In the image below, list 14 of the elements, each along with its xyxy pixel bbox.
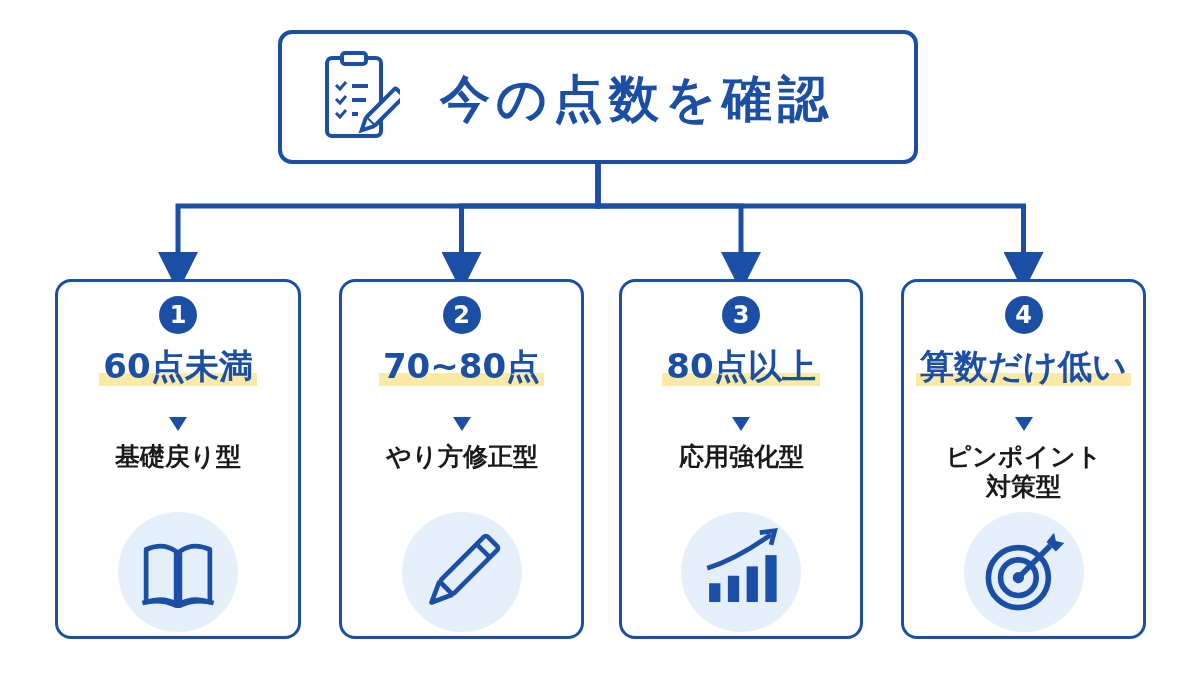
title-text: 今の点数を確認	[440, 69, 834, 130]
category-card	[619, 279, 863, 639]
category-card	[339, 279, 584, 639]
category-card	[901, 279, 1146, 639]
type-label: ピンポイント対策型	[944, 442, 1103, 502]
category-card	[55, 279, 301, 639]
type-label: 応用強化型	[677, 442, 805, 472]
number-badge: 4	[1004, 296, 1043, 334]
type-label: 基礎戻り型	[114, 442, 242, 472]
title-box	[278, 30, 918, 164]
number-badge: 3	[722, 296, 760, 334]
number-badge: 1	[159, 296, 197, 334]
number-badge: 2	[442, 296, 481, 334]
type-label: やり方修正型	[384, 442, 539, 472]
